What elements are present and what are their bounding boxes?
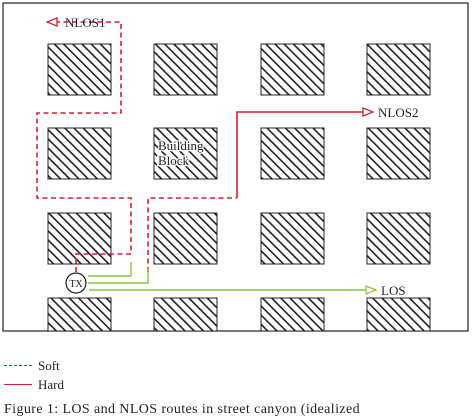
- tx-link-2: [88, 268, 149, 284]
- los-label: LOS: [381, 283, 406, 298]
- building-blocks: [47, 43, 431, 332]
- tx-transmitter-icon: [65, 272, 87, 294]
- soft-line-swatch: [4, 365, 32, 366]
- building-r1-c4: [366, 43, 431, 96]
- building-r4-c1: [47, 297, 112, 332]
- building-r4-c4: [366, 297, 431, 332]
- building-r4-c2: [153, 297, 218, 332]
- building-r3-c1: [47, 212, 112, 265]
- building-r2-c4: [366, 127, 431, 180]
- legend: Soft Hard: [4, 356, 64, 394]
- building-label-line2: Block: [158, 153, 190, 168]
- nlos1-route-soft: [36, 22, 132, 272]
- building-r1-c3: [260, 43, 325, 96]
- hard-line-swatch: [4, 384, 32, 385]
- nlos2-label: NLOS2: [378, 105, 418, 120]
- legend-item-hard: Hard: [4, 375, 64, 394]
- nlos2-route-hard: [236, 112, 373, 198]
- nlos1-label: NLOS1: [65, 15, 105, 30]
- tx-link-1: [88, 262, 132, 277]
- building-r2-c3: [260, 127, 325, 180]
- building-r3-c2: [153, 212, 218, 265]
- building-r1-c1: [47, 43, 112, 96]
- building-r3-c4: [366, 212, 431, 265]
- building-r1-c2: [153, 43, 218, 96]
- building-r4-c3: [260, 297, 325, 332]
- legend-label-soft: Soft: [38, 357, 60, 373]
- building-label-line1: Building: [158, 138, 204, 153]
- legend-item-soft: Soft: [4, 356, 64, 375]
- legend-label-hard: Hard: [38, 376, 64, 392]
- tx-label: TX: [69, 279, 83, 290]
- building-r3-c3: [260, 212, 325, 265]
- figure-caption: Figure 1: LOS and NLOS routes in street …: [4, 402, 360, 417]
- building-r2-c1: [47, 127, 112, 180]
- map-frame: [2, 2, 469, 332]
- building-r2-c2-labeled: [153, 127, 218, 180]
